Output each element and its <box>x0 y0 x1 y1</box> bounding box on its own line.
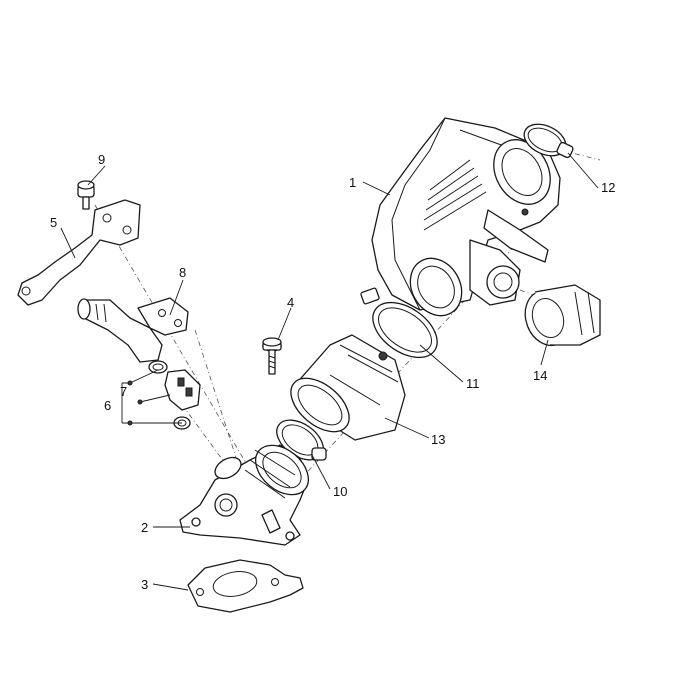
label-part-1: 1 <box>349 175 356 190</box>
leader-lines <box>60 152 599 591</box>
screw-part-4 <box>262 337 282 375</box>
throttle-ribs <box>423 159 487 231</box>
label-part-10: 10 <box>333 484 347 499</box>
label-part-9: 9 <box>98 152 105 167</box>
label-part-7: 7 <box>120 384 127 399</box>
label-part-2: 2 <box>141 520 148 535</box>
sensor-assembly-part-6-7 <box>148 360 201 430</box>
label-part-12: 12 <box>601 180 615 195</box>
intake-manifold-part-2 <box>179 444 309 546</box>
label-part-8: 8 <box>179 265 186 280</box>
injector-part-8 <box>77 297 189 363</box>
gasket-part-3 <box>187 559 304 613</box>
bolt-part-9 <box>77 180 95 210</box>
label-part-13: 13 <box>431 432 445 447</box>
callout-labels: 1 2 3 4 5 6 7 8 9 10 11 12 13 14 <box>50 152 615 592</box>
label-part-4: 4 <box>287 295 294 310</box>
label-part-11: 11 <box>466 376 480 391</box>
hose-clamp-part-11 <box>360 287 438 359</box>
sensor-cap-part-14 <box>524 284 601 347</box>
throttle-body-part-1 <box>371 117 561 317</box>
label-part-6: 6 <box>104 398 111 413</box>
label-part-3: 3 <box>141 577 148 592</box>
label-part-14: 14 <box>533 368 547 383</box>
bracket-part-5 <box>17 199 141 306</box>
rubber-coupling-part-13 <box>290 334 406 441</box>
label-part-5: 5 <box>50 215 57 230</box>
hose-clamp-part-12 <box>523 123 574 159</box>
